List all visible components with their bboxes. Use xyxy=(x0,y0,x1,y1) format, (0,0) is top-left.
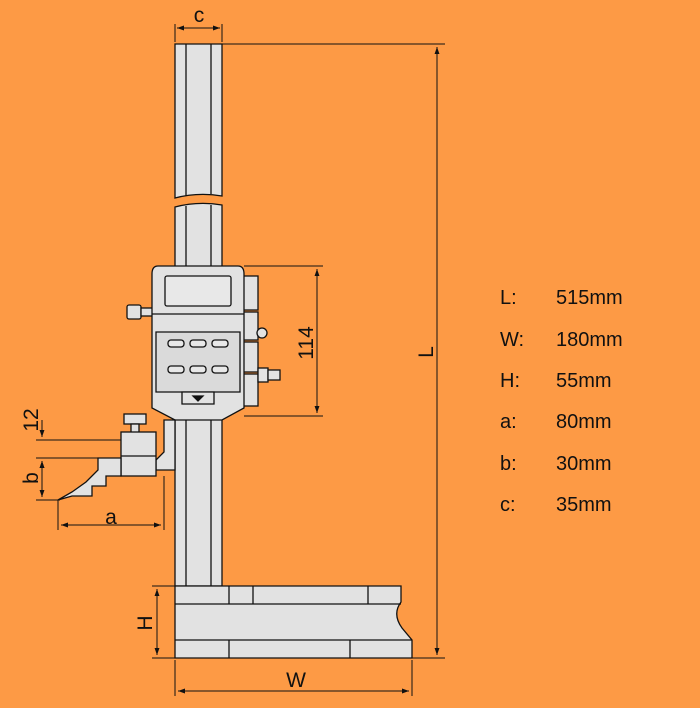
spec-row-c: c: 35mm xyxy=(500,485,690,526)
label-c: c xyxy=(194,4,205,27)
spec-table: L: 515mm W: 180mm H: 55mm a: 80mm b: 30m… xyxy=(500,278,690,526)
digital-head xyxy=(126,265,281,421)
spec-value: 515mm xyxy=(556,287,623,310)
scriber-assembly xyxy=(57,413,176,501)
spec-value: 80mm xyxy=(556,411,612,434)
spec-key: b: xyxy=(500,452,517,475)
spec-value: 55mm xyxy=(556,369,612,392)
spec-key: W: xyxy=(500,328,525,351)
spec-key: L: xyxy=(500,287,517,310)
label-H: H xyxy=(134,615,157,630)
spec-row-L: L: 515mm xyxy=(500,278,690,319)
spec-row-H: H: 55mm xyxy=(500,361,690,402)
dimension-lines xyxy=(36,24,445,696)
spec-value: 30mm xyxy=(556,452,612,475)
spec-row-W: W: 180mm xyxy=(500,319,690,360)
label-12: 12 xyxy=(20,408,43,431)
label-a: a xyxy=(105,506,117,529)
spec-row-b: b: 30mm xyxy=(500,444,690,485)
label-L: L xyxy=(415,346,438,358)
gauge-base xyxy=(174,585,413,659)
spec-row-a: a: 80mm xyxy=(500,402,690,443)
label-b: b xyxy=(20,472,43,484)
label-114: 114 xyxy=(295,326,318,360)
spec-key: H: xyxy=(500,369,520,392)
spec-key: c: xyxy=(500,494,516,517)
spec-key: a: xyxy=(500,411,517,434)
label-W: W xyxy=(286,669,306,692)
spec-value: 35mm xyxy=(556,494,612,517)
spec-value: 180mm xyxy=(556,328,623,351)
